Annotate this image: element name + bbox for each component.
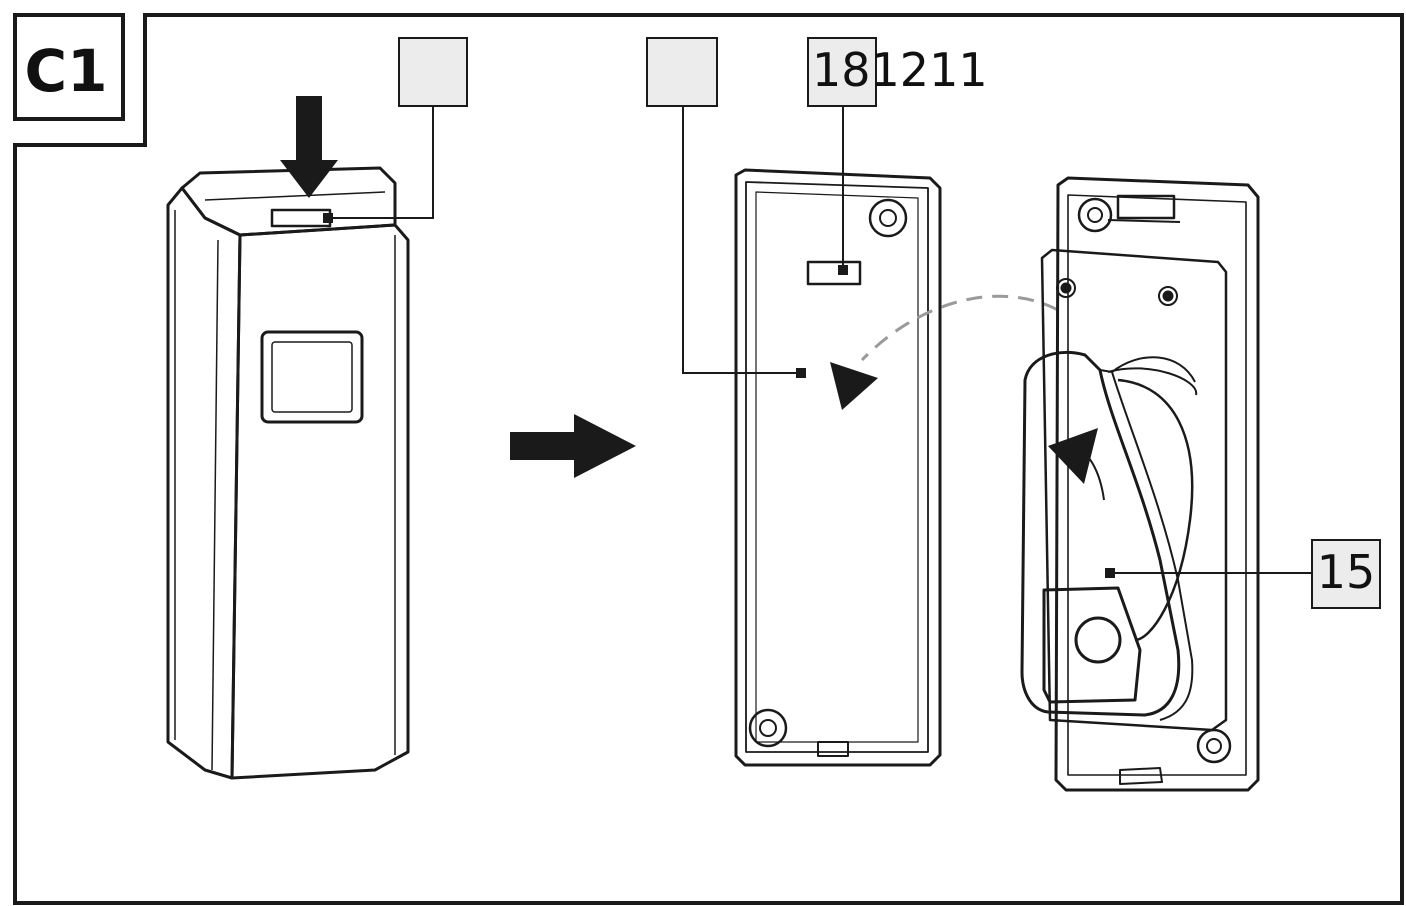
screw-boss-top xyxy=(868,198,908,238)
callout-box-release-button xyxy=(398,37,468,107)
callout-box-battery-cover xyxy=(1311,539,1381,609)
panel-label-box: C1 xyxy=(13,13,125,121)
screw-boss-open-bottom xyxy=(1196,728,1232,764)
screw-boss-bottom xyxy=(748,708,788,748)
closed-device xyxy=(166,166,410,780)
callout-label-battery: 181211 xyxy=(812,43,988,97)
figure-frame xyxy=(13,13,1404,905)
swing-arrow xyxy=(830,294,1059,410)
panel-label: C1 xyxy=(25,37,108,105)
release-button xyxy=(270,208,332,228)
callout-battery: 181211 xyxy=(807,37,988,275)
callout-battery-cover: 15 xyxy=(1105,539,1381,609)
callout-label-battery-cover: 15 xyxy=(1317,545,1376,599)
callout-back-cover xyxy=(646,37,806,378)
lift-arrow xyxy=(1048,428,1105,501)
screw-boss-open-top xyxy=(1077,197,1113,233)
coin-battery xyxy=(1117,378,1194,642)
callout-box-back-cover xyxy=(646,37,718,107)
battery-cover xyxy=(1020,351,1181,717)
press-down-arrow xyxy=(280,96,338,198)
open-device xyxy=(1020,176,1260,792)
callout-box-battery xyxy=(807,37,877,107)
back-cover xyxy=(734,168,942,767)
callout-release-button xyxy=(323,37,468,223)
front-window xyxy=(260,330,364,424)
transition-arrow xyxy=(510,414,636,478)
